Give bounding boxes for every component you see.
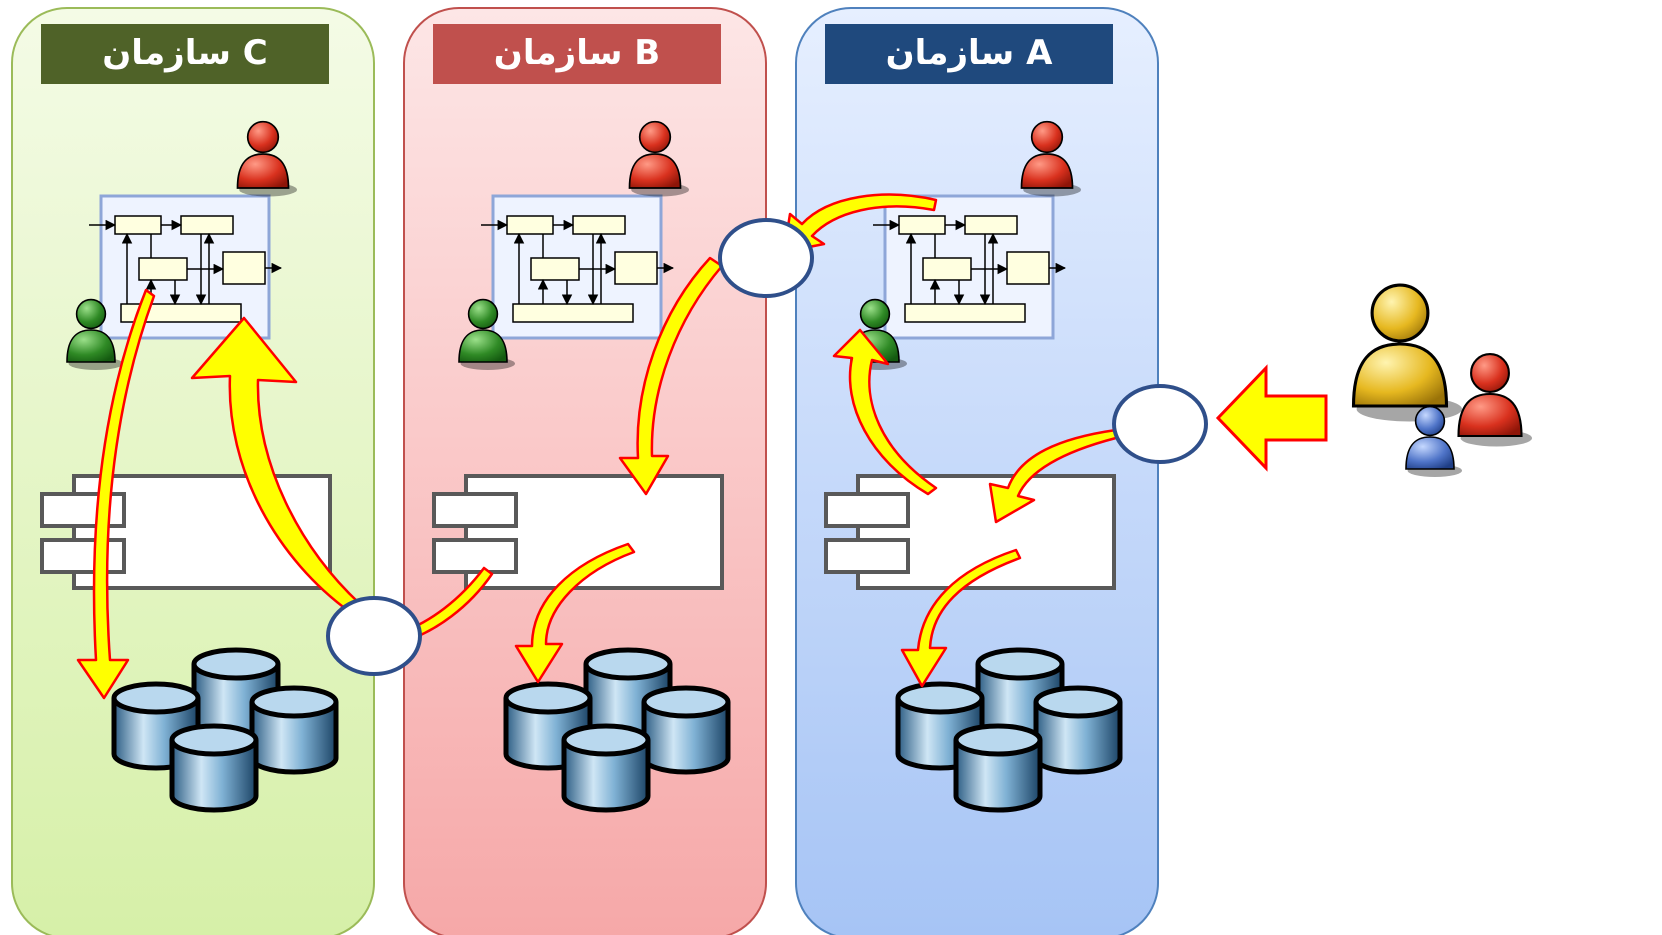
organization-header-a <box>825 24 1113 84</box>
process-flow-diagram <box>89 196 281 338</box>
connectors <box>76 193 1328 700</box>
organization-panel-b: سازمان B <box>403 7 767 935</box>
red-user-icon <box>1457 353 1532 447</box>
organization-header-b <box>433 24 721 84</box>
organization-header-c <box>41 24 329 84</box>
yellow-curved-arrow <box>832 328 938 496</box>
red-user-icon <box>628 120 689 197</box>
blue-user-icon <box>1405 405 1462 477</box>
green-user-icon <box>66 298 123 370</box>
process-flow-diagram <box>481 196 673 338</box>
interface-circle <box>718 218 814 298</box>
red-user-icon <box>1020 120 1081 197</box>
yellow-curved-arrow <box>900 548 1022 688</box>
organization-title-c: سازمان C <box>102 33 267 73</box>
external-actor <box>1351 283 1532 477</box>
red-user-icon <box>236 120 297 197</box>
organization-panel-a: سازمان A <box>795 7 1159 935</box>
organizations: سازمان C سازمان B سازمان A <box>11 7 1159 935</box>
yellow-curved-arrow <box>988 428 1118 524</box>
yellow-curved-arrow <box>190 316 362 614</box>
organization-title-a: سازمان A <box>886 33 1053 73</box>
interface-circle <box>326 596 422 676</box>
yellow-user-icon <box>1351 283 1462 422</box>
process-flow-diagram <box>873 196 1065 338</box>
interface-circle <box>1112 384 1208 464</box>
green-user-icon <box>458 298 515 370</box>
organization-panel-c: سازمان C <box>11 7 375 935</box>
yellow-curved-arrow <box>514 542 636 684</box>
yellow-curved-arrow <box>76 288 156 700</box>
yellow-block-arrow <box>1215 364 1328 472</box>
organization-title-b: سازمان B <box>494 33 660 73</box>
yellow-curved-arrow <box>618 256 724 496</box>
